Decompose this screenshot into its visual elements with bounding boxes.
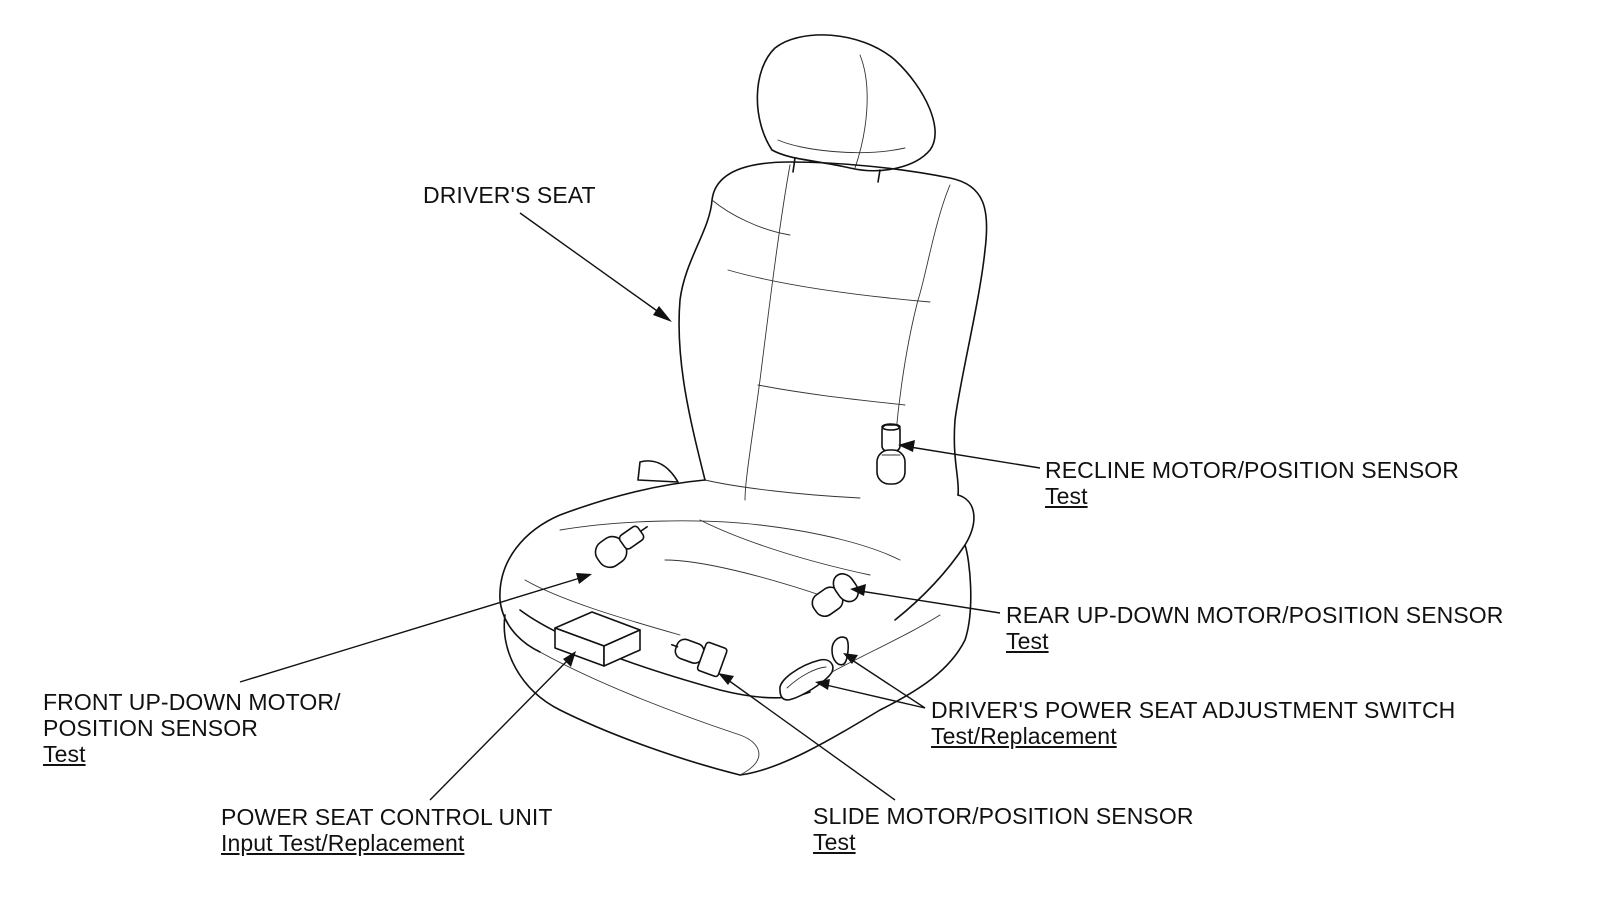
seat-back [678, 161, 988, 496]
headrest [756, 34, 936, 172]
adjustment-switch-test-link[interactable]: Test/Replacement [931, 723, 1117, 749]
slide-motor-icon [671, 638, 728, 678]
control-unit-callout: POWER SEAT CONTROL UNIT Input Test/Repla… [221, 804, 553, 856]
control-unit-icon [554, 611, 641, 667]
front-updown-motor-test-link[interactable]: Test [43, 741, 86, 767]
seat-cushion [499, 479, 706, 653]
leader-lines [239, 212, 1041, 801]
adjustment-switch-icon [779, 636, 849, 701]
control-unit-test-link[interactable]: Input Test/Replacement [221, 830, 465, 856]
recline-motor-test-link[interactable]: Test [1045, 483, 1088, 509]
adjustment-switch-title: DRIVER'S POWER SEAT ADJUSTMENT SWITCH [931, 697, 1456, 723]
recline-motor-icon [876, 423, 906, 485]
recline-motor-callout: RECLINE MOTOR/POSITION SENSOR Test [1045, 457, 1459, 509]
rear-updown-motor-icon [811, 573, 860, 618]
front-updown-motor-icon [594, 525, 648, 569]
front-updown-motor-title-2: POSITION SENSOR [43, 715, 258, 741]
rear-updown-motor-title: REAR UP-DOWN MOTOR/POSITION SENSOR [1006, 602, 1504, 628]
front-updown-motor-title: FRONT UP-DOWN MOTOR/ [43, 689, 341, 715]
adjustment-switch-callout: DRIVER'S POWER SEAT ADJUSTMENT SWITCH Te… [931, 697, 1455, 749]
rear-updown-motor-test-link[interactable]: Test [1006, 628, 1049, 654]
slide-motor-callout: SLIDE MOTOR/POSITION SENSOR Test [813, 803, 1194, 855]
rear-updown-motor-callout: REAR UP-DOWN MOTOR/POSITION SENSOR Test [1006, 602, 1504, 654]
slide-motor-test-link[interactable]: Test [813, 829, 856, 855]
recline-motor-title: RECLINE MOTOR/POSITION SENSOR [1045, 457, 1459, 483]
slide-motor-title: SLIDE MOTOR/POSITION SENSOR [813, 803, 1194, 829]
drivers-seat-label: DRIVER'S SEAT [423, 182, 596, 208]
front-updown-motor-callout: FRONT UP-DOWN MOTOR/ POSITION SENSOR Tes… [43, 689, 341, 767]
control-unit-title: POWER SEAT CONTROL UNIT [221, 804, 553, 830]
drivers-seat-title: DRIVER'S SEAT [423, 182, 596, 208]
